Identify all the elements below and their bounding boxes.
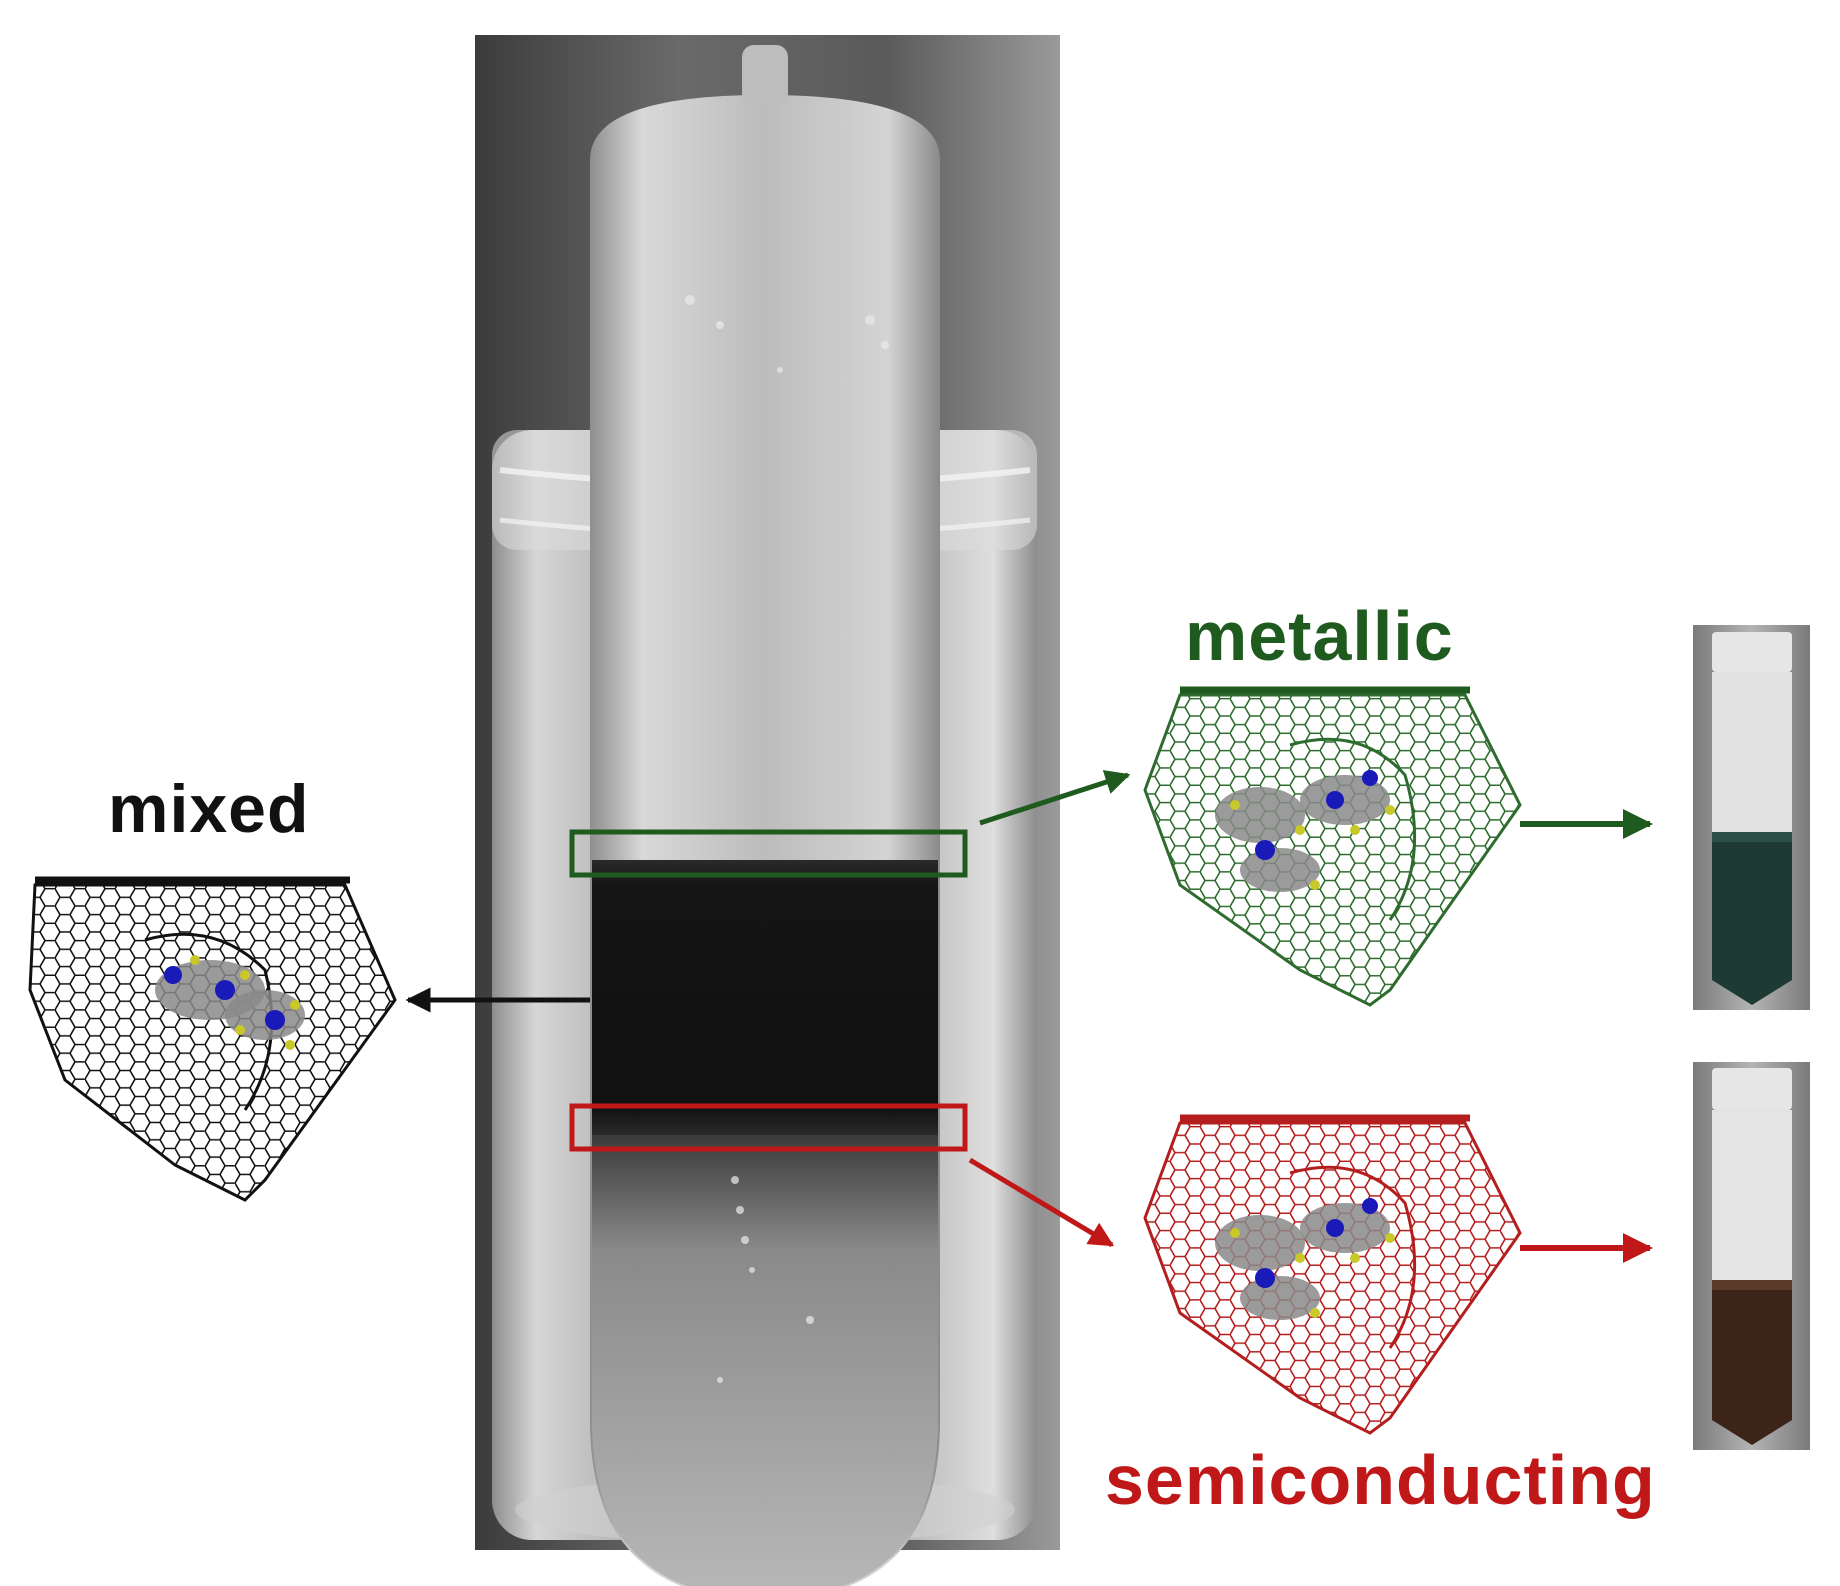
centrifuge-tube: [590, 45, 940, 1586]
metallic-nanotube-icon: [1143, 686, 1522, 1007]
arrow-to-metallic: [979, 770, 1131, 826]
metallic-vial-photo: [1693, 625, 1810, 1010]
mixed-nanotube-icon: [28, 876, 397, 1202]
dopant-molecule-icon: [1215, 770, 1395, 892]
mixed-label: mixed: [108, 771, 310, 847]
mixed-band: [592, 860, 938, 1135]
metallic-band-marker: [569, 829, 968, 878]
metallic-label: metallic: [1185, 597, 1454, 675]
semiconducting-label: semiconducting: [1105, 1441, 1656, 1519]
semiconducting-band-marker: [569, 1103, 968, 1152]
arrow-to-semiconducting: [968, 1157, 1115, 1248]
semiconducting-vial-photo: [1693, 1062, 1810, 1450]
ultracentrifuge-photo: [475, 35, 1060, 1586]
dopant-molecule-icon: [1215, 1198, 1395, 1320]
dopant-molecule-icon: [155, 955, 305, 1050]
semiconducting-nanotube-icon: [1143, 1114, 1522, 1435]
